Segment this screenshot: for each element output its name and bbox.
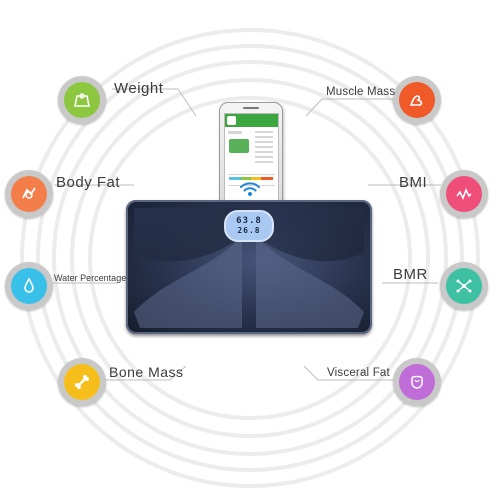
smartphone	[219, 102, 283, 216]
bone-mass-label: Bone Mass	[109, 364, 184, 380]
bone-icon	[64, 364, 100, 400]
wifi-icon	[240, 182, 260, 196]
muscle-mass-label: Muscle Mass	[326, 86, 396, 98]
phone-screen	[224, 113, 279, 202]
weight-badge	[58, 76, 106, 124]
water-percentage-badge	[5, 262, 53, 310]
muscle-mass-badge	[393, 76, 441, 124]
display-reading-primary: 63.8	[236, 216, 262, 226]
weight-label: Weight	[114, 80, 164, 97]
bmi-label: BMI	[399, 174, 428, 191]
bmi-badge	[440, 170, 488, 218]
display-reading-secondary: 26.8	[237, 226, 261, 235]
visceral-fat-label: Visceral Fat	[327, 367, 390, 379]
bmr-molecule-icon	[446, 268, 482, 304]
phone-speaker	[243, 107, 259, 109]
body-fat-label: Body Fat	[56, 174, 121, 191]
water-drop-icon	[11, 268, 47, 304]
app-content	[228, 131, 275, 186]
body-fat-icon	[11, 176, 47, 212]
scale-electrodes	[134, 208, 364, 328]
bone-mass-badge	[58, 358, 106, 406]
weight-icon	[64, 82, 100, 118]
app-header	[225, 114, 278, 127]
water-percentage-label: Water Percentage	[54, 273, 127, 283]
scale-lcd-display: 63.8 26.8	[224, 210, 274, 242]
bmi-wave-icon	[446, 176, 482, 212]
bmr-label: BMR	[393, 266, 428, 283]
visceral-fat-icon	[399, 364, 435, 400]
muscle-arm-icon	[399, 82, 435, 118]
body-fat-badge	[5, 170, 53, 218]
bmr-badge	[440, 262, 488, 310]
app-logo-icon	[227, 116, 236, 125]
visceral-fat-badge	[393, 358, 441, 406]
smart-scale: 63.8 26.8	[126, 200, 372, 334]
